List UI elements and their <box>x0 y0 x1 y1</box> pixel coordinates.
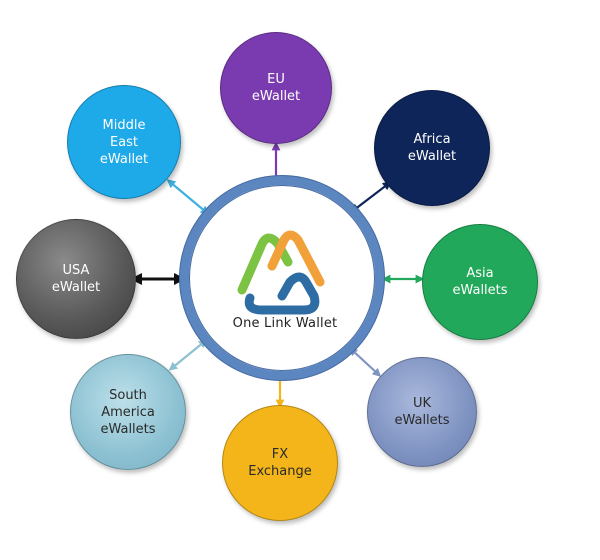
hub-label: One Link Wallet <box>232 316 338 331</box>
node-africa: Africa eWallet <box>374 90 490 206</box>
node-uk: UK eWallets <box>367 357 477 467</box>
node-eu: EU eWallet <box>220 32 332 144</box>
node-south-america: South America eWallets <box>70 354 186 470</box>
node-label-uk: UK eWallets <box>394 396 450 428</box>
node-asia: Asia eWallets <box>422 224 538 340</box>
node-label-fx: FX Exchange <box>248 447 312 479</box>
node-label-africa: Africa eWallet <box>407 132 457 164</box>
node-fx: FX Exchange <box>222 405 338 521</box>
logo-orange-link <box>267 230 325 287</box>
node-label-south-america: South America eWallets <box>100 387 156 437</box>
logo-blue-link <box>244 272 320 315</box>
one-link-logo-icon <box>237 230 325 315</box>
node-label-middle-east: Middle East eWallet <box>99 117 149 167</box>
connector-south-america <box>168 339 208 371</box>
node-middle-east: Middle East eWallet <box>67 85 181 199</box>
node-label-eu: EU eWallet <box>251 72 301 104</box>
connector-middle-east <box>166 179 210 215</box>
node-label-usa: USA eWallet <box>51 263 101 295</box>
node-usa: USA eWallet <box>16 219 136 339</box>
node-label-asia: Asia eWallets <box>452 266 508 298</box>
connector-uk <box>348 347 382 377</box>
hub-circle <box>180 176 384 380</box>
connector-africa <box>350 181 392 213</box>
